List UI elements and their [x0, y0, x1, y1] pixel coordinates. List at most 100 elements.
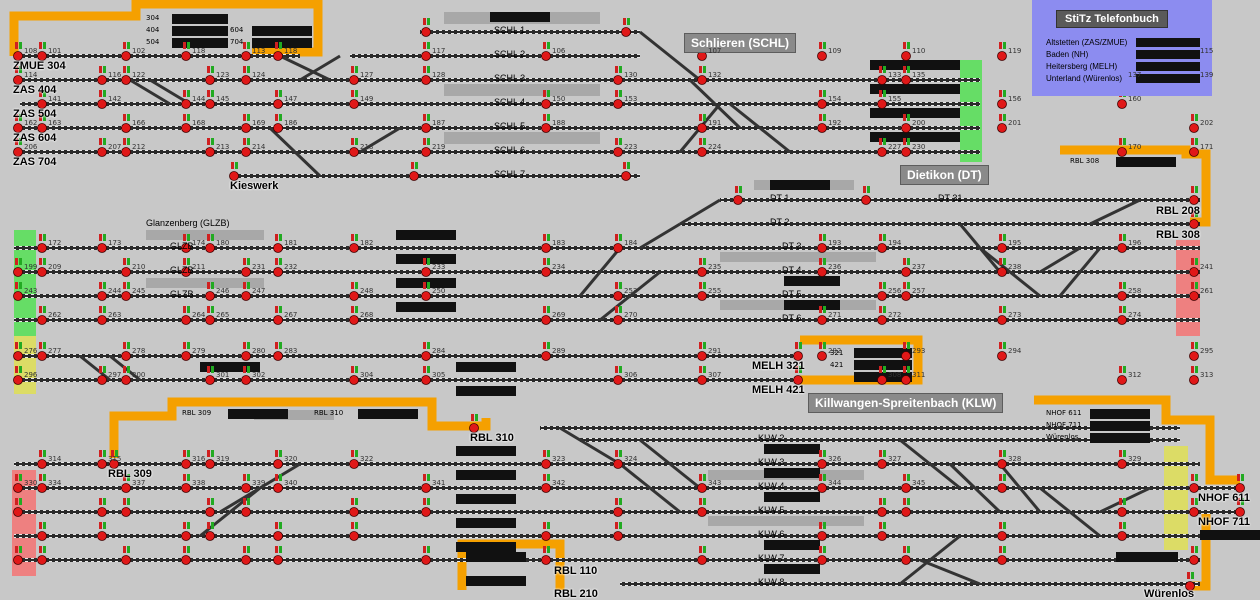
signal-number: 163 [48, 119, 62, 127]
train-number-display [172, 38, 228, 48]
signal-number: 128 [432, 71, 446, 79]
signal-number: 246 [216, 287, 230, 295]
phone-number-field[interactable] [1136, 38, 1200, 47]
track-label-klw-7: KLW 7 [758, 553, 785, 563]
signal-icon [817, 306, 827, 325]
signal-number: 186 [284, 119, 298, 127]
crossover-line [729, 102, 791, 154]
signal-icon [613, 90, 623, 109]
phone-number-field[interactable] [1136, 50, 1200, 59]
signal-icon [109, 450, 119, 469]
signal-number: 219 [432, 143, 446, 151]
crossover-line [359, 126, 401, 154]
signal-number: 327 [888, 455, 902, 463]
track-segment [14, 486, 1240, 490]
signal-number: 154 [828, 95, 842, 103]
signal-icon [273, 450, 283, 469]
signal-icon [349, 366, 359, 385]
track-label-klw-2: KLW 2 [758, 433, 785, 443]
signal-icon [541, 342, 551, 361]
train-box-label: 404 [146, 26, 160, 34]
track-segment [720, 198, 1200, 202]
endpoint-melh-421: MELH 421 [752, 384, 805, 396]
signal-icon [13, 366, 23, 385]
signal-icon [181, 522, 191, 541]
signal-icon [613, 306, 623, 325]
signal-number: 235 [708, 263, 722, 271]
signal-number: 147 [284, 95, 298, 103]
signal-icon [349, 138, 359, 157]
signal-icon [1189, 342, 1199, 361]
crossover-line [679, 198, 721, 226]
phone-number-field[interactable] [1136, 62, 1200, 71]
signal-icon [37, 90, 47, 109]
track-segment [20, 150, 980, 154]
signal-number: 172 [48, 239, 62, 247]
signal-number: 196 [1128, 239, 1142, 247]
train-number-display [854, 360, 912, 370]
train-box-label: RBL 308 [1070, 157, 1100, 165]
signal-icon [697, 66, 707, 85]
crossover-line [559, 426, 621, 466]
signal-number: 311 [912, 371, 926, 379]
signal-icon [421, 342, 431, 361]
signal-icon [241, 474, 251, 493]
train-number-display [764, 492, 820, 502]
train-box-label: 321 [830, 349, 844, 357]
signal-icon [541, 522, 551, 541]
endpoint-melh-321: MELH 321 [752, 360, 805, 372]
signal-icon [121, 366, 131, 385]
signal-icon [1189, 366, 1199, 385]
train-number-display [466, 576, 526, 586]
train-number-display [870, 108, 960, 118]
track-label-dt-3: DT 3 [782, 241, 802, 251]
signal-icon [877, 90, 887, 109]
track-label-schl-5: SCHL 5 [494, 121, 526, 131]
signal-icon [13, 546, 23, 565]
train-number-display [396, 230, 456, 240]
signal-number: 170 [1128, 143, 1142, 151]
station-label-glanzenberg: Glanzenberg (GLZB) [146, 218, 230, 228]
signal-number: 182 [360, 239, 374, 247]
signal-icon [181, 546, 191, 565]
signal-icon [241, 342, 251, 361]
signal-icon [37, 546, 47, 565]
track-segment [14, 246, 1200, 250]
signal-number: 166 [132, 119, 146, 127]
signal-number: 345 [912, 479, 926, 487]
phone-number-field[interactable] [1136, 74, 1200, 83]
train-number-display [870, 84, 960, 94]
signal-icon [37, 234, 47, 253]
signal-number: 284 [432, 347, 446, 355]
signal-number: 272 [888, 311, 902, 319]
signal-icon [97, 366, 107, 385]
phonebook-entry[interactable]: Altstetten (ZAS/ZMUE) [1046, 38, 1128, 47]
signal-icon [121, 282, 131, 301]
signal-number: 114 [24, 71, 38, 79]
endpoint-zas-604: ZAS 604 [13, 132, 57, 144]
signal-number: 236 [828, 263, 842, 271]
signal-number: 133 [888, 71, 902, 79]
signal-icon [861, 186, 871, 205]
signal-number: 155 [888, 95, 902, 103]
phonebook-entry[interactable]: Heitersberg (MELH) [1046, 62, 1118, 71]
track-label-klw-3: KLW 3 [758, 457, 785, 467]
train-number-display [784, 276, 840, 286]
endpoint-rbl-210: RBL 210 [554, 588, 598, 600]
track-label-dt-4: DT 4 [782, 265, 802, 275]
train-number-display [466, 552, 526, 562]
phonebook-entry[interactable]: Baden (NH) [1046, 50, 1089, 59]
signal-number: 263 [108, 311, 122, 319]
train-box-label: RBL 309 [182, 409, 212, 417]
train-box-label: NHOF 611 [1046, 409, 1082, 417]
signal-number: 265 [216, 311, 230, 319]
signal-icon [181, 42, 191, 61]
signal-number: 195 [1008, 239, 1022, 247]
phonebook-entry[interactable]: Unterland (Würenlos) [1046, 74, 1123, 83]
signal-icon [541, 42, 551, 61]
signal-icon [349, 306, 359, 325]
signal-icon [13, 282, 23, 301]
signal-number: 280 [252, 347, 266, 355]
track-segment [230, 174, 640, 178]
